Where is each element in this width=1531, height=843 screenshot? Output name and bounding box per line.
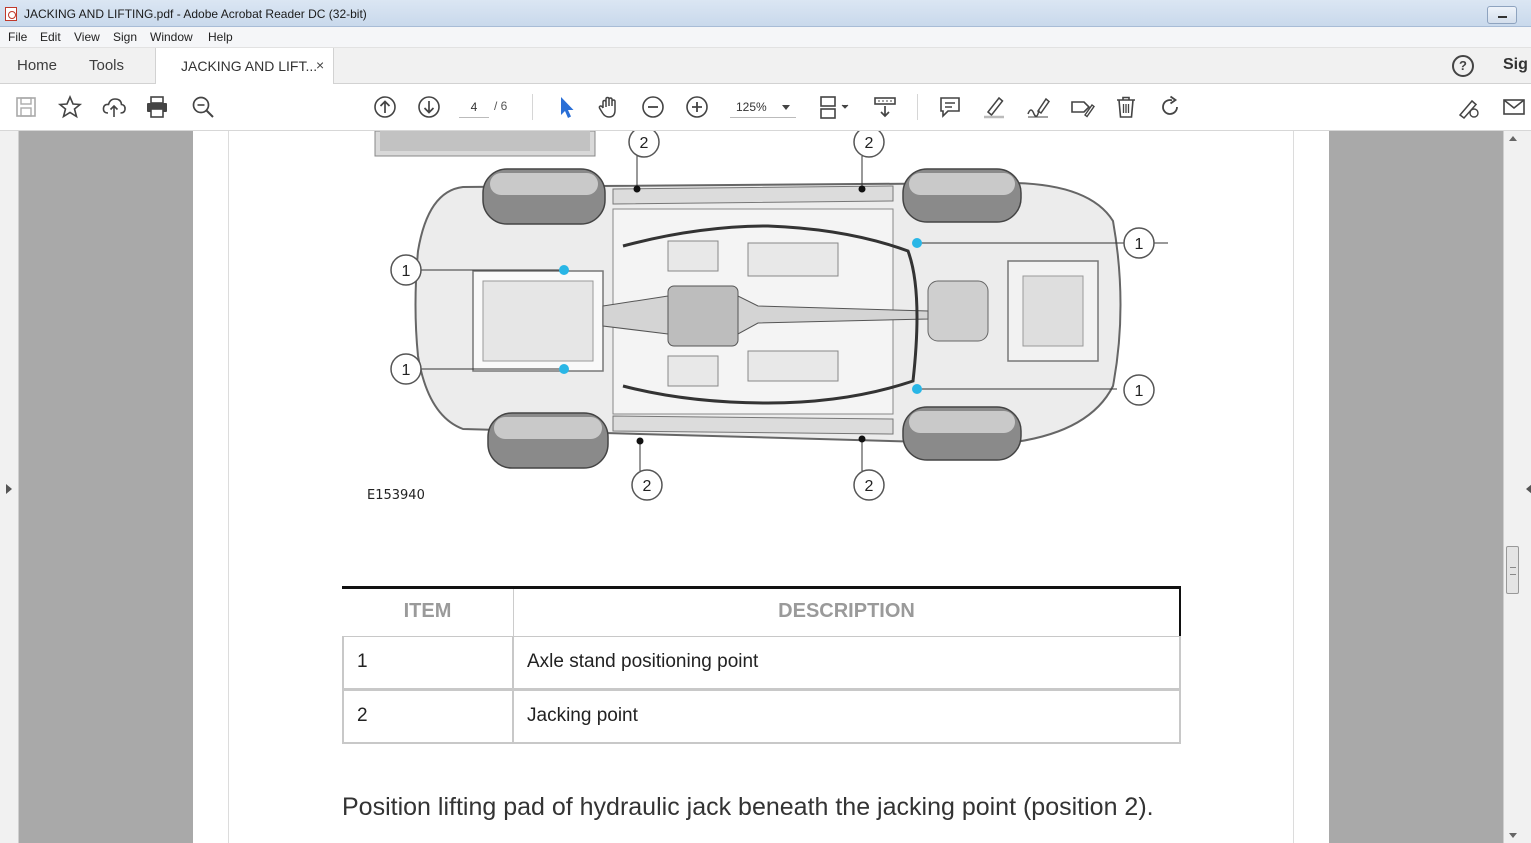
menu-view[interactable]: View [74, 30, 100, 44]
callout-1-front-right: 1 [1123, 227, 1155, 259]
zoom-out-icon[interactable] [640, 94, 666, 120]
callout-1-rear-right: 1 [1123, 374, 1155, 406]
zoom-level-value: 125% [736, 100, 767, 114]
scroll-up-icon[interactable] [1509, 136, 1517, 141]
zoom-level-select[interactable]: 125% [730, 96, 796, 118]
upload-cloud-icon[interactable] [101, 94, 127, 120]
draw-signature-icon[interactable] [1025, 94, 1051, 120]
star-icon[interactable] [57, 94, 83, 120]
svg-text:2: 2 [865, 478, 874, 495]
menu-help[interactable]: Help [208, 30, 233, 44]
svg-text:1: 1 [402, 362, 411, 379]
cell-description: Jacking point [527, 705, 638, 726]
highlight-pen-icon[interactable] [981, 94, 1007, 120]
page-margin-line [1293, 131, 1294, 843]
cell-item: 1 [344, 637, 514, 688]
tab-home[interactable]: Home [17, 57, 58, 74]
toolbar: 4 / 6 125% [0, 84, 1531, 131]
callout-2-top-left: 2 [628, 131, 660, 158]
previous-page-icon[interactable] [372, 94, 398, 120]
svg-text:2: 2 [865, 135, 874, 152]
figure-id-label: E153940 [367, 488, 425, 503]
email-icon[interactable] [1501, 94, 1527, 120]
save-icon[interactable] [13, 94, 39, 120]
callout-2-bottom-left: 2 [631, 469, 663, 501]
pdf-file-icon [5, 7, 17, 21]
rotate-icon[interactable] [1157, 94, 1183, 120]
callout-2-bottom-right: 2 [853, 469, 885, 501]
expand-right-panel-icon[interactable] [1526, 484, 1531, 494]
svg-text:2: 2 [643, 478, 652, 495]
cell-item: 2 [344, 691, 514, 742]
document-viewer[interactable]: 1 1 1 1 2 2 2 [0, 131, 1531, 843]
delete-trash-icon[interactable] [1113, 94, 1139, 120]
toolbar-divider [532, 94, 533, 120]
scrollbar-thumb[interactable] [1506, 546, 1519, 594]
toolbar-divider [917, 94, 918, 120]
tab-tools[interactable]: Tools [89, 57, 125, 74]
left-panel-toggle[interactable] [0, 131, 19, 843]
chevron-down-icon [782, 105, 790, 110]
table-header: ITEM DESCRIPTION [342, 586, 1181, 636]
cell-description: Axle stand positioning point [527, 651, 759, 672]
callout-1-rear-left: 1 [390, 353, 422, 385]
vertical-scrollbar[interactable] [1503, 131, 1531, 843]
menu-sign[interactable]: Sign [113, 30, 138, 44]
header-item: ITEM [342, 589, 514, 636]
fill-sign-pen-icon[interactable] [1456, 94, 1482, 120]
tab-bar: Home Tools JACKING AND LIFT... × ? Sig [0, 48, 1531, 84]
tab-document[interactable]: JACKING AND LIFT... × [155, 48, 334, 84]
scroll-mode-icon[interactable] [872, 94, 898, 120]
window-title: JACKING AND LIFTING.pdf - Adobe Acrobat … [24, 7, 367, 21]
item-description-table: ITEM DESCRIPTION 1 Axle stand positionin… [342, 586, 1181, 744]
close-tab-icon[interactable]: × [316, 57, 325, 73]
vehicle-underbody-diagram: 1 1 1 1 2 2 2 [374, 131, 1168, 501]
menu-window[interactable]: Window [150, 30, 193, 44]
scroll-down-icon[interactable] [1509, 833, 1517, 838]
menu-file[interactable]: File [8, 30, 28, 44]
menu-bar: File Edit View Sign Window Help [0, 27, 1531, 48]
select-cursor-icon[interactable] [553, 94, 579, 120]
page-display-icon[interactable] [818, 94, 852, 120]
instruction-paragraph: Position lifting pad of hydraulic jack b… [342, 793, 1154, 821]
page-total: / 6 [494, 99, 508, 113]
svg-text:2: 2 [640, 135, 649, 152]
expand-left-panel-icon[interactable] [6, 484, 12, 494]
zoom-in-icon[interactable] [684, 94, 710, 120]
callout-2-top-right: 2 [853, 131, 885, 158]
next-page-icon[interactable] [416, 94, 442, 120]
page-margin-line [228, 131, 229, 843]
sign-in-link[interactable]: Sig [1503, 56, 1528, 73]
comment-icon[interactable] [937, 94, 963, 120]
stamp-edit-icon[interactable] [1069, 94, 1095, 120]
title-bar: JACKING AND LIFTING.pdf - Adobe Acrobat … [0, 0, 1531, 27]
print-icon[interactable] [144, 94, 170, 120]
menu-edit[interactable]: Edit [40, 30, 61, 44]
zoom-out-search-icon[interactable] [190, 94, 216, 120]
hand-tool-icon[interactable] [596, 94, 622, 120]
minimize-button[interactable] [1487, 6, 1517, 24]
svg-text:1: 1 [402, 263, 411, 280]
svg-text:1: 1 [1135, 383, 1144, 400]
table-row: 1 Axle stand positioning point [342, 636, 1181, 690]
svg-text:1: 1 [1135, 236, 1144, 253]
tab-document-label: JACKING AND LIFT... [181, 58, 318, 74]
table-row: 2 Jacking point [342, 690, 1181, 744]
page-number-input[interactable]: 4 [459, 96, 489, 118]
help-icon[interactable]: ? [1452, 55, 1474, 77]
callout-1-front-left: 1 [390, 254, 422, 286]
pdf-page: 1 1 1 1 2 2 2 [193, 131, 1329, 843]
header-description: DESCRIPTION [778, 600, 915, 622]
